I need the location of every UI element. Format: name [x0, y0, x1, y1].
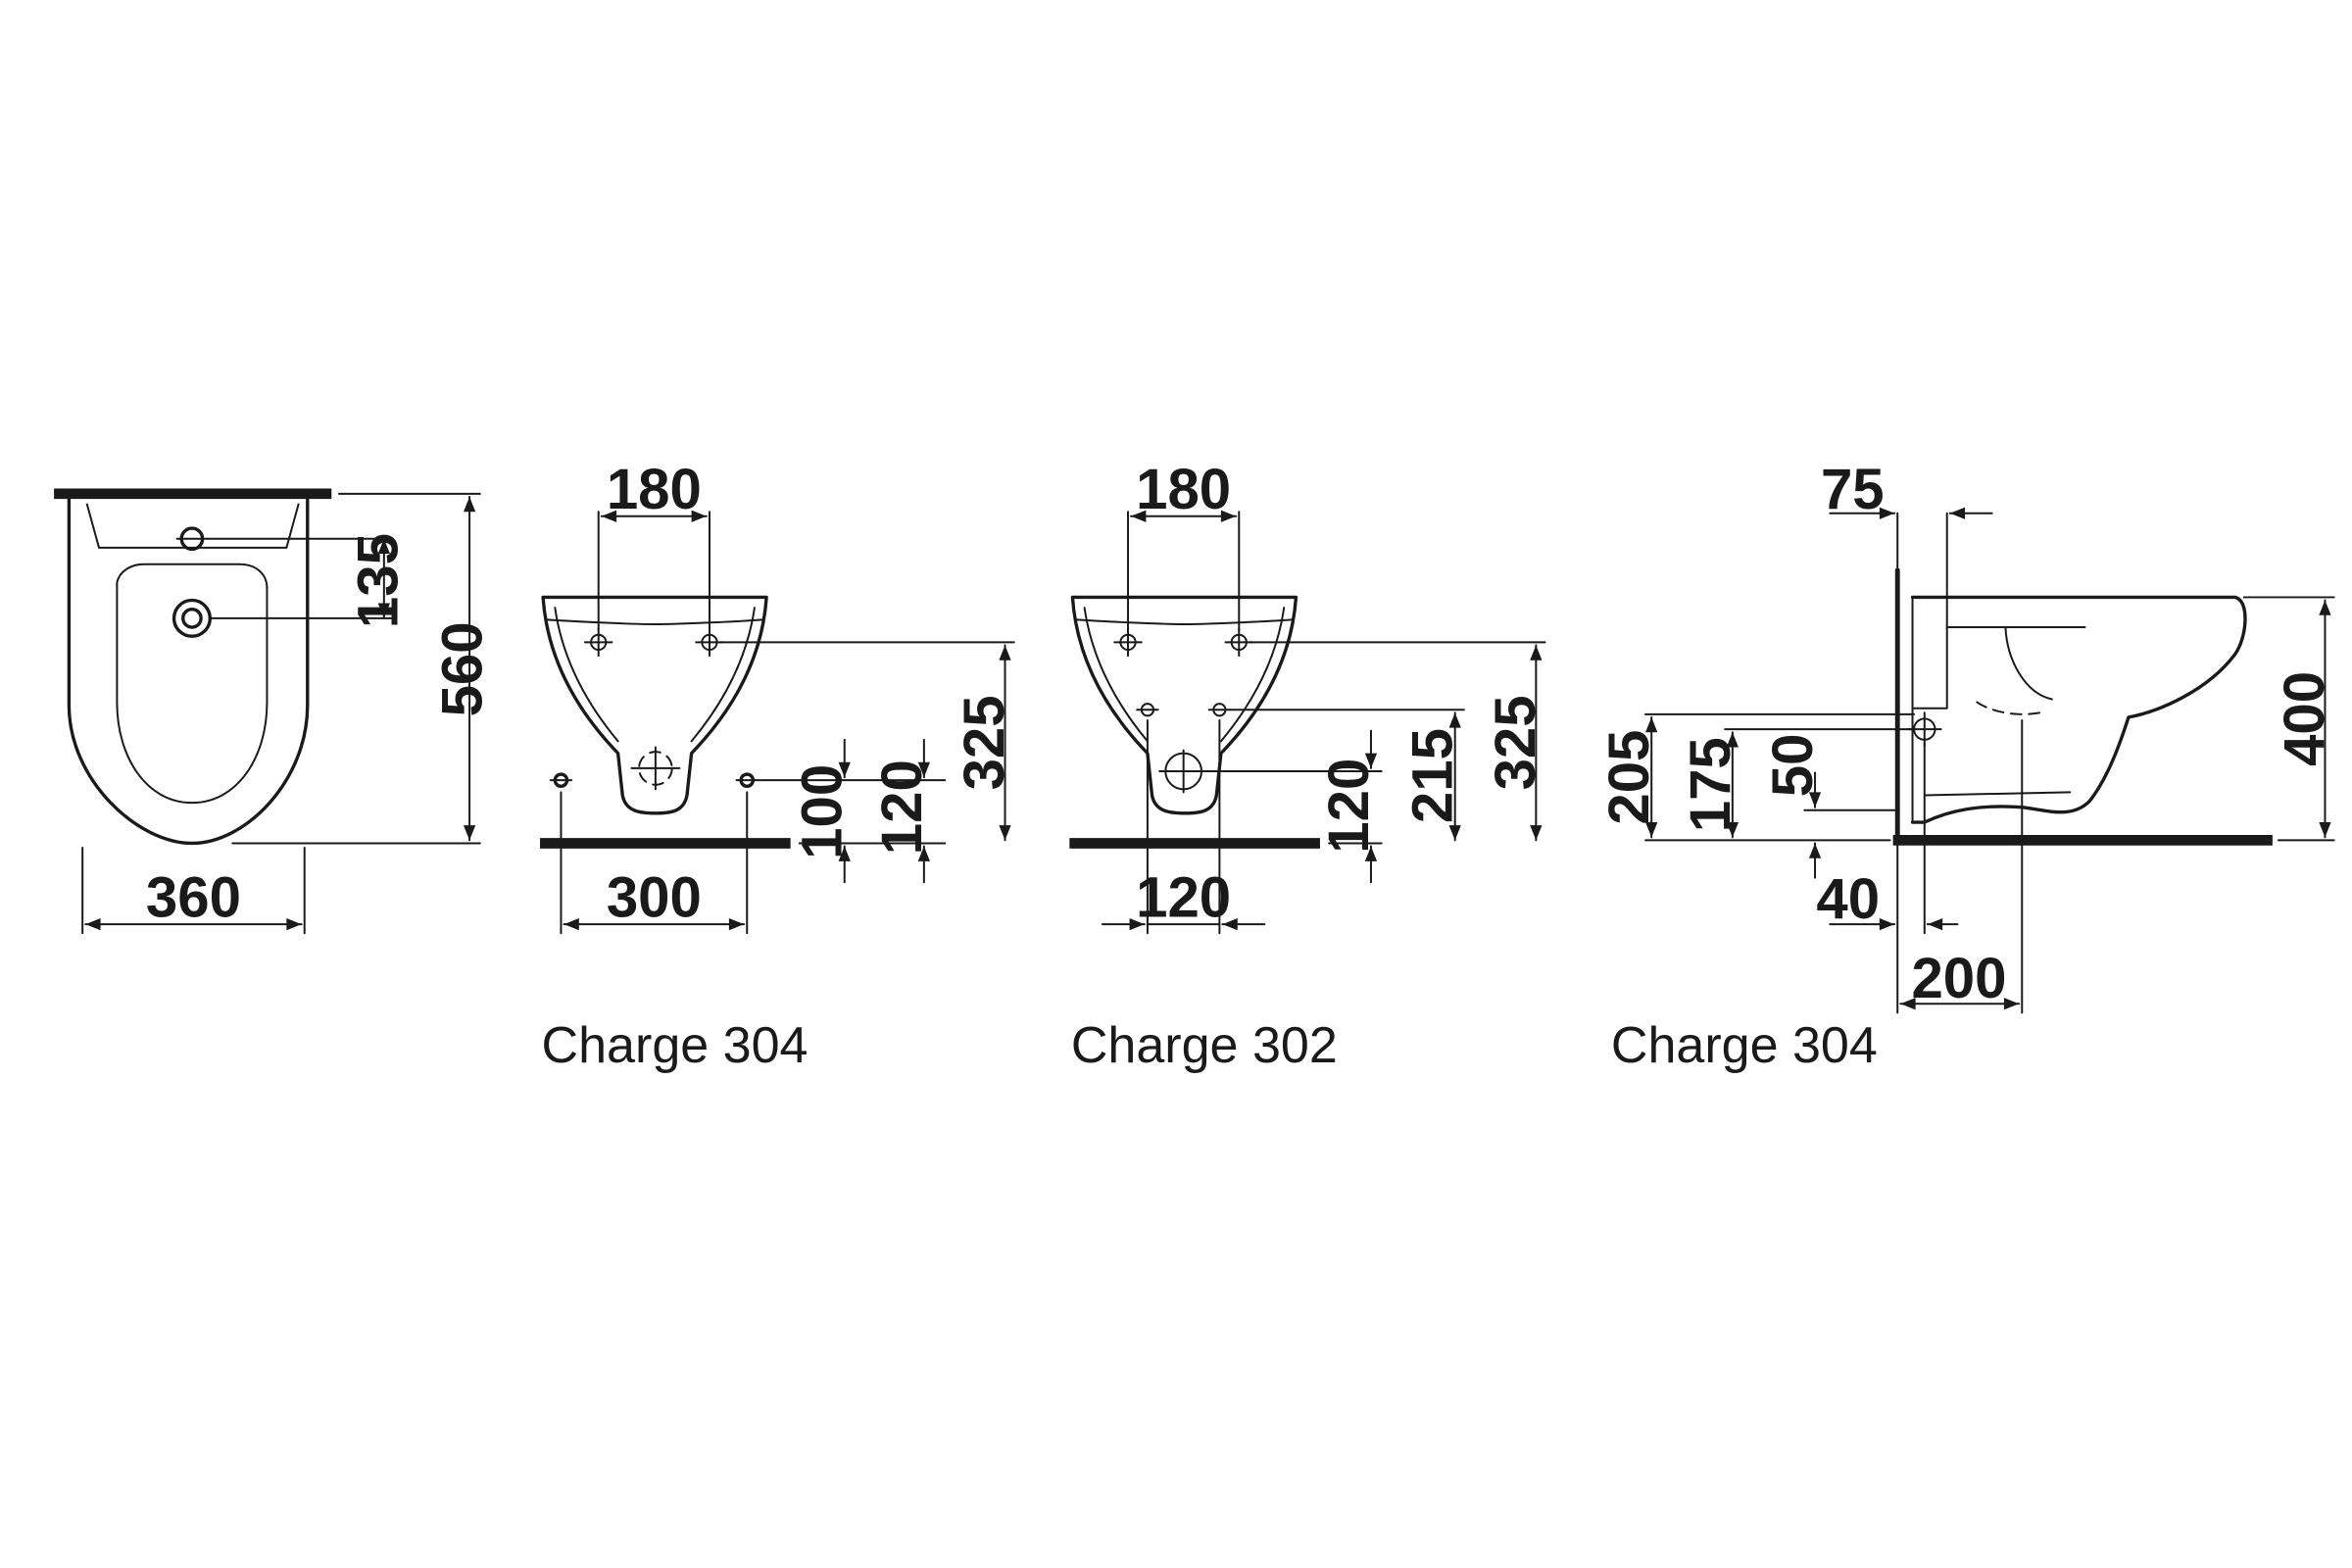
dim-120-302-spacing: 120 [1136, 865, 1231, 929]
dim-325-304: 325 [953, 695, 1016, 790]
dim-400: 400 [2273, 671, 2336, 766]
fixing-hole-right [1224, 627, 1254, 658]
dim-560: 560 [430, 621, 494, 716]
bidet-outline [67, 498, 310, 846]
bidet-side-profile [1910, 595, 2247, 824]
caption-charge-302: Charge 302 [1071, 1017, 1338, 1074]
dim-200: 200 [1911, 947, 2006, 1010]
dim-135: 135 [347, 533, 411, 628]
dim-120-302-height: 120 [1317, 759, 1381, 854]
bidet-body [1070, 595, 1298, 815]
dim-120-304: 120 [870, 760, 934, 855]
fixing-hole-right [695, 627, 724, 658]
rim-outline [85, 503, 300, 549]
floor-bolt-right [735, 772, 759, 788]
front-view-304: 180 325 300 100 120 Charge 304 [540, 458, 1016, 1074]
dim-325-302: 325 [1484, 695, 1547, 790]
front-view-302: 180 325 215 120 120 Charge 302 [1069, 458, 1547, 1074]
dim-215: 215 [1401, 728, 1465, 823]
tap-hole [175, 526, 209, 552]
bidet-body [541, 595, 768, 815]
fixing-hole-left [583, 627, 613, 658]
dim-50: 50 [1761, 734, 1825, 798]
side-fixing-right [1207, 703, 1232, 717]
top-view: 135 560 360 [54, 488, 494, 935]
caption-charge-304: Charge 304 [542, 1017, 808, 1074]
floor-bolt-left [549, 772, 573, 788]
dim-205: 205 [1597, 730, 1661, 825]
drain-hole [172, 598, 212, 638]
side-view: 75 400 205 175 50 40 200 Charge 304 [1597, 458, 2336, 1074]
dim-175: 175 [1679, 737, 1742, 832]
dim-360: 360 [146, 865, 241, 929]
dim-180-302: 180 [1136, 458, 1231, 521]
dim-180-304: 180 [607, 458, 702, 521]
fixing-hole-left [1113, 627, 1143, 658]
bowl-outline [116, 563, 269, 805]
caption-charge-304-side: Charge 304 [1611, 1017, 1878, 1074]
dim-75: 75 [1821, 458, 1885, 521]
dim-300: 300 [607, 865, 702, 929]
side-fixing-left [1136, 703, 1159, 717]
dim-40: 40 [1816, 867, 1880, 931]
dim-100: 100 [791, 764, 855, 859]
